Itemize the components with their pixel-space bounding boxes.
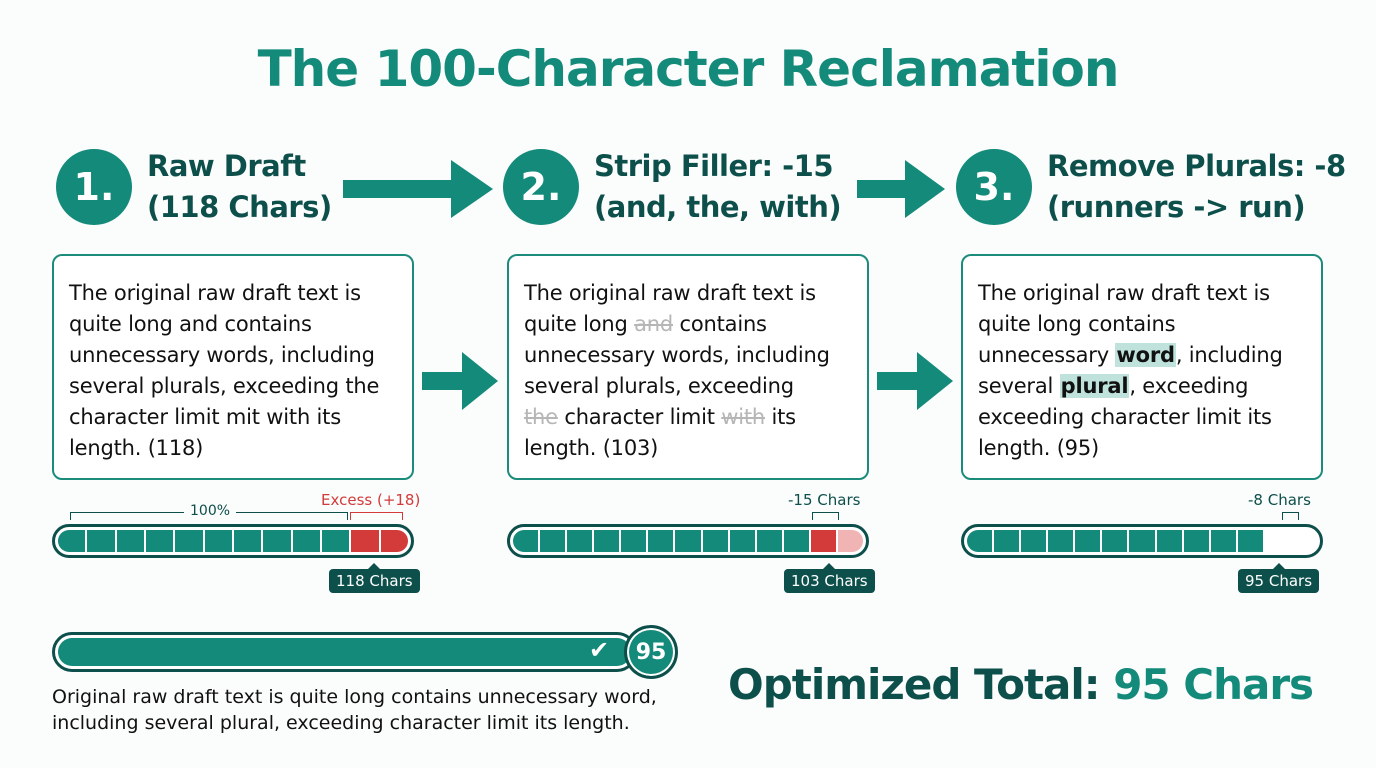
strip-filler-card: The original raw draft text is quite lon…	[507, 254, 869, 480]
page-title: The 100-Character Reclamation	[257, 40, 1120, 98]
progress-bar-remove-plurals	[961, 524, 1323, 558]
highlighted-word: word	[1115, 343, 1176, 367]
bracket-removed	[1282, 512, 1299, 520]
final-count-badge: 95	[624, 625, 678, 679]
step-2-title: Strip Filler: -15 (and, the, with)	[594, 149, 842, 224]
raw-draft-card: The original raw draft text is quite lon…	[52, 254, 414, 480]
arrow-right-icon	[857, 160, 947, 218]
progress-bar-raw	[52, 524, 414, 558]
char-count-tag: 95 Chars	[1238, 563, 1320, 593]
char-count-tag: 118 Chars	[329, 563, 420, 593]
remove-plurals-text: The original raw draft text is quite lon…	[978, 281, 1283, 460]
removed-word: the	[524, 405, 558, 429]
strip-filler-text: The original raw draft text is quite lon…	[524, 281, 830, 460]
final-progress-bar	[52, 632, 637, 672]
progress-bar-strip-filler	[507, 524, 869, 558]
step-3-number-badge: 3.	[956, 149, 1032, 225]
arrow-right-icon	[877, 352, 957, 410]
remove-plurals-card: The original raw draft text is quite lon…	[961, 254, 1323, 480]
step-1-number-badge: 1.	[56, 149, 132, 225]
highlighted-word: plural	[1059, 374, 1130, 398]
raw-draft-text: The original raw draft text is quite lon…	[69, 281, 380, 460]
optimized-total: Optimized Total: 95 Chars	[728, 660, 1314, 709]
bracket-removed	[812, 512, 839, 520]
removed-word: and	[634, 312, 674, 336]
step-3-title: Remove Plurals: -8 (runners -> run)	[1047, 149, 1346, 224]
step-2-number-badge: 2.	[503, 149, 579, 225]
step-1-header: 1. Raw Draft (118 Chars)	[56, 146, 332, 228]
final-optimized-text: Original raw draft text is quite long co…	[52, 686, 657, 734]
bracket-excess	[350, 512, 403, 520]
char-count-tag: 103 Chars	[784, 563, 875, 593]
checkmark-icon: ✔	[589, 636, 610, 664]
arrow-right-icon	[422, 352, 502, 410]
label-100-percent: 100%	[184, 503, 237, 519]
step-2-header: 2. Strip Filler: -15 (and, the, with)	[503, 146, 842, 228]
step-1-title: Raw Draft (118 Chars)	[147, 149, 332, 224]
label-removed: -15 Chars	[788, 491, 861, 509]
label-excess: Excess (+18)	[321, 491, 421, 509]
removed-word: with	[721, 405, 766, 429]
label-removed: -8 Chars	[1248, 491, 1311, 509]
arrow-right-icon	[343, 160, 493, 218]
step-3-header: 3. Remove Plurals: -8 (runners -> run)	[956, 146, 1346, 228]
